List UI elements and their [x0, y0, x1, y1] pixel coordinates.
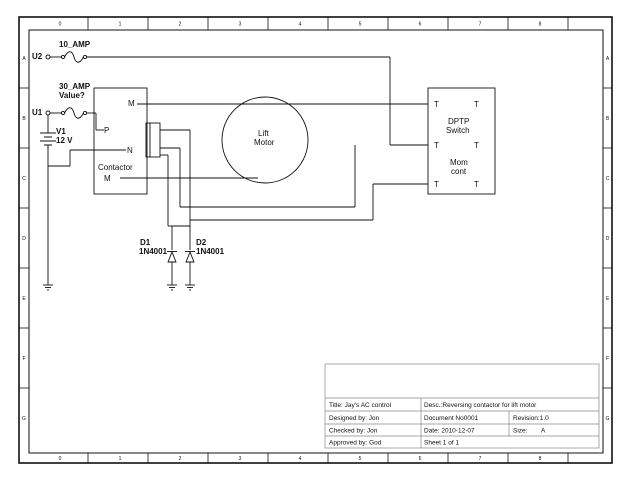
switch-terminal: T — [474, 100, 479, 109]
ruler-row: B — [606, 116, 610, 122]
switch-terminal: T — [434, 141, 439, 150]
component-labels: U2 10_AMP 30_AMP Value? U1 V1 12 V M P N… — [32, 40, 479, 256]
ruler-col: 8 — [539, 22, 542, 28]
ruler-row: E — [22, 296, 26, 302]
size-label: Size: — [513, 428, 528, 435]
ruler-row: E — [606, 296, 610, 302]
ruler-row: F — [22, 356, 25, 362]
contactor-pin-p: P — [104, 126, 109, 135]
ruler-col: 2 — [179, 456, 182, 462]
date-field: Date: 2010-12-07 — [424, 428, 475, 435]
contactor-label: Contactor — [98, 163, 133, 172]
fuse2-value-label: Value? — [59, 91, 85, 100]
ruler-col: 8 — [539, 456, 542, 462]
switch-label-3: Mom — [450, 158, 468, 167]
d1-label: D1 — [140, 238, 151, 247]
switch-label-4: cont — [451, 167, 467, 176]
switch-terminal: T — [474, 180, 479, 189]
designed-by-field: Designed by: Jon — [329, 415, 380, 422]
ground-symbols — [43, 284, 195, 291]
revision-field: Revision:1.0 — [513, 415, 549, 422]
switch-terminal: T — [434, 100, 439, 109]
contactor-pin-m-top: M — [128, 99, 135, 108]
ruler-col: 7 — [479, 22, 482, 28]
v1-value-label: 12 V — [56, 136, 73, 145]
ruler-col: 4 — [299, 22, 302, 28]
sheet-field: Sheet 1 of 1 — [424, 440, 459, 447]
dptp-switch-block — [427, 87, 496, 195]
motor-label-2: Motor — [254, 138, 275, 147]
ruler-rows-right: A B C D E F G — [606, 56, 610, 422]
switch-label-1: DPTP — [448, 117, 469, 126]
contactor-pin-n: N — [127, 146, 133, 155]
document-field: Document No0001 — [424, 415, 479, 422]
switch-terminal: T — [474, 141, 479, 150]
ruler-col: 0 — [59, 456, 62, 462]
ruler-row: C — [606, 176, 610, 182]
fuse-symbols — [60, 51, 88, 119]
title-field: Title: Jay's AC control — [329, 402, 392, 409]
ruler-col: 6 — [419, 22, 422, 28]
ruler-row: A — [22, 56, 26, 62]
ruler-col: 4 — [299, 456, 302, 462]
ruler-row: B — [22, 116, 26, 122]
size-value: A — [541, 428, 546, 435]
ruler-rows-left: A B C D E F G — [22, 56, 26, 422]
terminal-points — [45, 54, 51, 116]
contactor-block — [93, 87, 161, 195]
ruler-row: G — [22, 416, 26, 422]
u2-label: U2 — [32, 52, 43, 61]
lift-motor-symbol — [221, 96, 309, 184]
ruler-col: 2 — [179, 22, 182, 28]
contactor-pin-m-bottom: M — [104, 174, 111, 183]
fuse1-label: 10_AMP — [59, 40, 91, 49]
title-block — [324, 363, 600, 449]
u1-label: U1 — [32, 108, 43, 117]
wires — [47, 56, 428, 285]
ruler-columns-bottom: 0 1 2 3 4 5 6 7 8 — [59, 456, 542, 462]
d1-part-label: 1N4001 — [139, 247, 168, 256]
motor-leads — [250, 103, 258, 179]
motor-label-1: Lift — [258, 129, 269, 138]
ruler-col: 7 — [479, 456, 482, 462]
desc-field: Desc.:Reversing contactor for lift motor — [424, 402, 537, 409]
ruler-row: C — [22, 176, 26, 182]
ruler-columns-top: 0 1 2 3 4 5 6 7 8 — [59, 22, 542, 28]
checked-by-field: Checked by: Jon — [329, 428, 378, 435]
ruler-col: 0 — [59, 22, 62, 28]
title-block-text: Title: Jay's AC control Desc.:Reversing … — [329, 402, 549, 447]
diode-symbols — [167, 250, 195, 263]
battery-symbol — [40, 132, 56, 150]
ruler-row: F — [606, 356, 609, 362]
switch-terminal: T — [434, 180, 439, 189]
d2-part-label: 1N4001 — [196, 247, 225, 256]
ruler-row: D — [606, 236, 610, 242]
approved-by-field: Approved by: God — [329, 440, 382, 447]
ruler-col: 3 — [239, 22, 242, 28]
ruler-col: 6 — [419, 456, 422, 462]
sheet-border — [18, 16, 613, 464]
ruler-ticks — [19, 17, 612, 463]
switch-label-2: Switch — [446, 126, 470, 135]
ruler-row: G — [606, 416, 610, 422]
ruler-col: 5 — [359, 456, 362, 462]
ruler-col: 5 — [359, 22, 362, 28]
ruler-col: 3 — [239, 456, 242, 462]
v1-label: V1 — [56, 127, 66, 136]
fuse2-label: 30_AMP — [59, 82, 91, 91]
ruler-row: D — [22, 236, 26, 242]
d2-label: D2 — [196, 238, 207, 247]
ruler-row: A — [606, 56, 610, 62]
ruler-col: 1 — [119, 22, 122, 28]
ruler-col: 1 — [119, 456, 122, 462]
